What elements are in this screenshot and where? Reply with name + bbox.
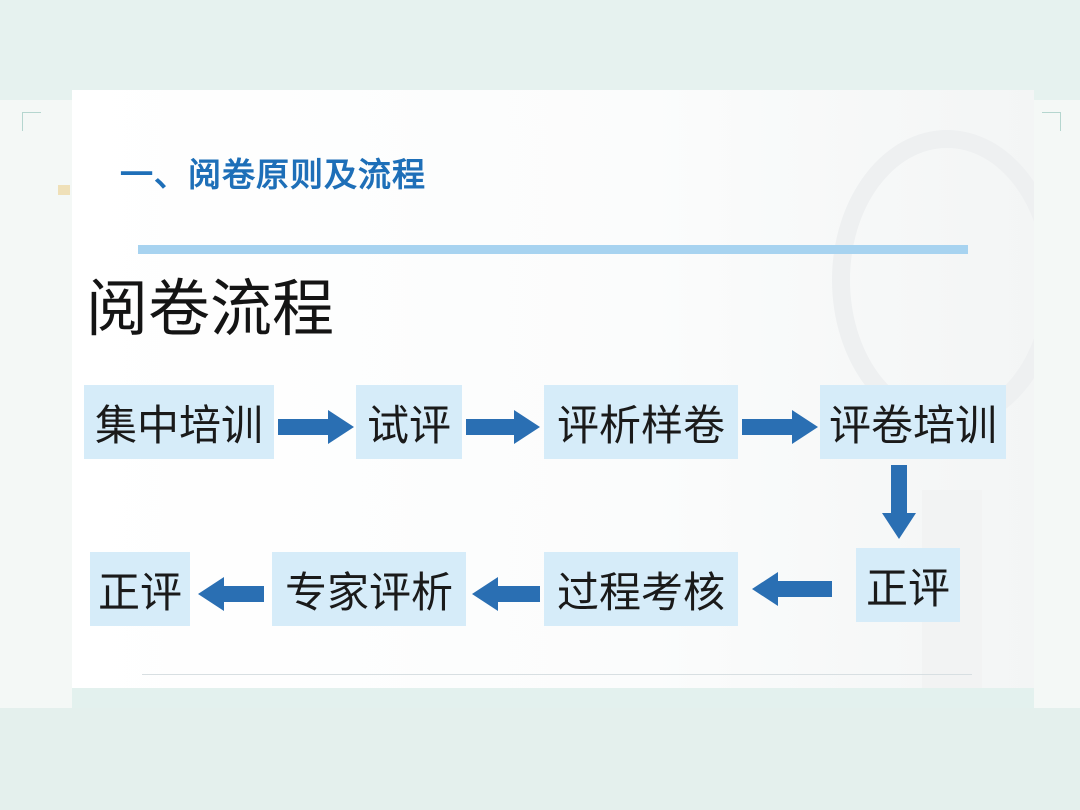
top-band [0, 0, 1080, 100]
heading-rule [138, 245, 968, 254]
flow-step-trial-marking: 试评 [356, 385, 462, 459]
flow-step-expert-review: 专家评析 [272, 552, 466, 626]
section-title: 阅卷流程 [86, 272, 335, 345]
bottom-rule [142, 674, 972, 675]
flow-step-sample-analysis: 评析样卷 [544, 385, 738, 459]
arrow-right-1 [278, 410, 354, 444]
slide-canvas: 一、阅卷原则及流程 阅卷流程 集中培训 试评 评析样卷 评卷培训 正评 专家评析… [72, 90, 1034, 688]
flow-step-process-assessment: 过程考核 [544, 552, 738, 626]
arrow-right-2 [466, 410, 540, 444]
arrow-left-3 [198, 577, 264, 611]
bottom-band [0, 708, 1080, 810]
arrow-left-2 [472, 577, 540, 611]
corner-ornament-right [1042, 112, 1061, 131]
decorative-square [58, 185, 70, 195]
flow-step-centralized-training: 集中培训 [84, 385, 274, 459]
arrow-down [882, 465, 916, 539]
corner-ornament-left [22, 112, 41, 131]
arrow-left-1 [752, 572, 832, 606]
left-margin-strip [0, 100, 72, 708]
flow-step-formal-marking-final: 正评 [90, 552, 190, 626]
slide-heading: 一、阅卷原则及流程 [120, 155, 426, 194]
flow-step-formal-marking: 正评 [856, 548, 960, 622]
arrow-right-3 [742, 410, 818, 444]
flow-step-marker-training: 评卷培训 [820, 385, 1006, 459]
right-margin-strip [1034, 100, 1080, 708]
